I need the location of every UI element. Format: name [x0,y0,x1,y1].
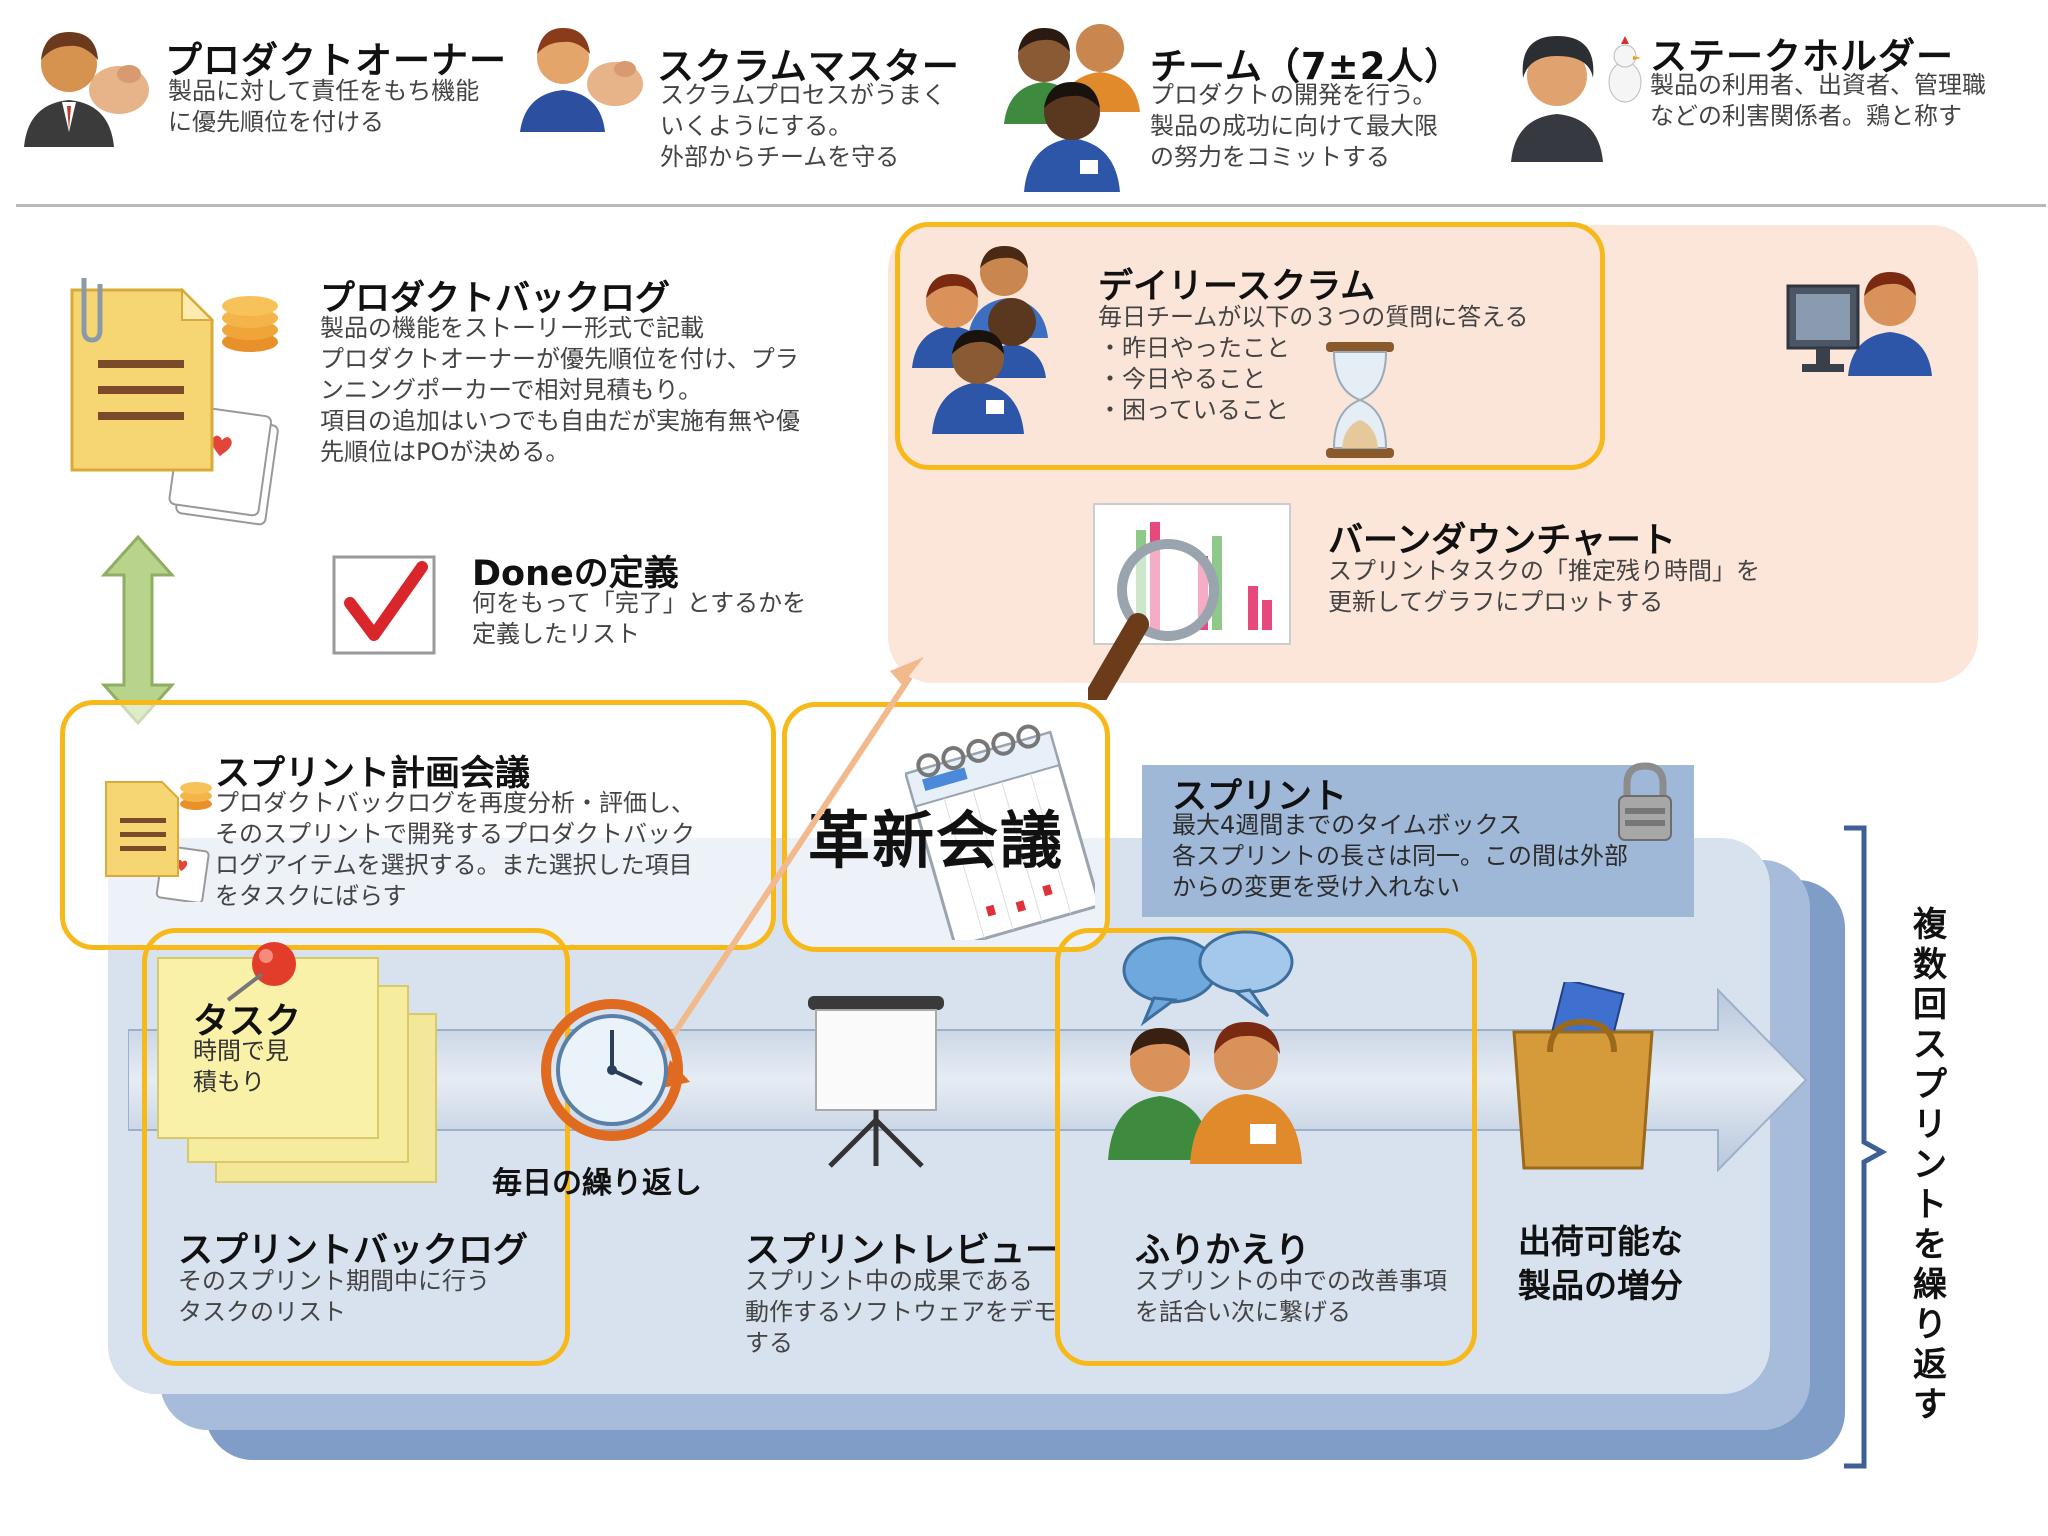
desc-line: ・昨日やったこと [1098,334,1290,362]
role-title-team: チーム（7±2人） [1150,45,1463,88]
product-backlog-title: プロダクトバックログ [320,279,671,319]
repeat-bracket [1844,825,1888,1469]
retrospective-desc: スプリントの中での改善事項 を話合い次に繋げる [1135,1266,1447,1328]
desc-line: ログアイテムを選択する。また選択した項目 [215,851,693,879]
role-desc-product-owner: 製品に対して責任をもち機能 に優先順位を付ける [168,76,479,138]
desc-line: スクラムプロセスがうまく [660,81,946,109]
checkmark-icon [332,555,436,655]
product-backlog-icon [70,278,279,526]
desc-line: 毎日チームが以下の３つの質問に答える [1098,303,1529,331]
diagonal-arrow-icon [657,657,924,1057]
repeat-label: 複数回スプリントを繰り返す [1913,905,1947,1425]
desc-line: を話合い次に繋げる [1135,1298,1351,1326]
desc-line: スプリントタスクの「推定残り時間」を [1328,557,1760,585]
sprint-title: スプリント [1172,777,1348,817]
desc-line: 積もり [193,1068,265,1096]
scrum-master-icon [520,28,643,132]
burndown-title: バーンダウンチャート [1328,521,1676,561]
sprint-planning-title: スプリント計画会議 [215,754,531,794]
sprint-backlog-highlight [142,928,570,1366]
product-owner-icon [24,32,149,147]
role-title-stakeholder: ステークホルダー [1650,35,1954,78]
desc-line: タスクのリスト [178,1298,346,1326]
increment-title: 出荷可能な 製品の増分 [1518,1220,1683,1308]
desc-line: をタスクにばらす [215,882,407,910]
roles-divider [16,204,2046,207]
desc-line: 項目の追加はいつでも自由だが実施有無や優 [320,407,800,435]
clock-icon [541,999,690,1141]
projector-screen-icon [808,996,944,1168]
desc-line: そのスプリントで開発するプロダクトバック [215,820,695,848]
desc-line: 時間で見 [193,1037,289,1065]
sticky-notes-icon [157,942,437,1183]
desc-line: 製品の成功に向けて最大限 [1150,112,1438,140]
desc-line: ・困っていること [1098,396,1289,424]
desc-line: 最大4週間までのタイムボックス [1172,811,1523,839]
burndown-chart-icon [1088,503,1291,700]
desc-line: プロダクトの開発を行う。 [1150,81,1437,109]
burndown-desc: スプリントタスクの「推定残り時間」を 更新してグラフにプロットする [1328,556,1760,618]
team-icon [1004,24,1140,192]
sprint-planning-desc: プロダクトバックログを再度分析・評価し、 そのスプリントで開発するプロダクトバッ… [215,788,695,912]
role-desc-stakeholder: 製品の利用者、出資者、管理職 などの利害関係者。鶏と称す [1650,70,1986,132]
daily-scrum-title: デイリースクラム [1098,267,1376,307]
sprint-review-desc: スプリント中の成果である 動作するソフトウェアをデモ する [745,1266,1057,1359]
task-desc: 時間で見 積もり [193,1036,289,1098]
desc-line: に優先順位を付ける [168,108,384,136]
desc-line: の努力をコミットする [1150,143,1390,171]
increment-line: 製品の増分 [1518,1266,1683,1305]
sprint-desc: 最大4週間までのタイムボックス 各スプリントの長さは同一。この間は外部 からの変… [1172,810,1628,903]
desc-line: 動作するソフトウェアをデモ [745,1298,1057,1326]
retrospective-highlight [1055,928,1477,1366]
sprint-label-box [1142,765,1694,917]
desc-line: 更新してグラフにプロットする [1328,588,1664,616]
desc-line: 製品の機能をストーリー形式で記載 [320,314,704,342]
desc-line: などの利害関係者。鶏と称す [1650,102,1962,130]
desc-line: する [745,1329,793,1357]
desc-line: ンニングポーカーで相対見積もり。 [320,376,703,404]
double-arrow-icon [100,535,176,725]
sprint-backlog-desc: そのスプリント期間中に行う タスクのリスト [178,1266,490,1328]
desc-line: 定義したリスト [472,620,640,648]
desc-line: 何をもって「完了」とするかを [472,589,807,617]
shopping-bag-icon [1512,982,1654,1170]
stakeholder-icon [1511,36,1642,162]
calendar-icon [905,724,1095,940]
desc-line: そのスプリント期間中に行う [178,1267,490,1295]
role-title-product-owner: プロダクトオーナー [165,39,507,82]
desc-line: プロダクトバックログを再度分析・評価し、 [215,789,695,817]
daily-repeat-label: 毎日の繰り返し [492,1166,702,1201]
done-title: Doneの定義 [472,554,679,594]
product-backlog-desc: 製品の機能をストーリー形式で記載 プロダクトオーナーが優先順位を付け、プラ ンニ… [320,313,800,468]
desc-line: ・今日やること [1098,365,1266,393]
desc-line: プロダクトオーナーが優先順位を付け、プラ [320,345,799,373]
sprint-review-title: スプリントレビュー [745,1231,1061,1271]
retrospective-title: ふりかえり [1135,1231,1311,1271]
task-title: タスク [193,1001,302,1042]
retrospective-people-icon [1108,930,1302,1164]
computer-user-icon [1786,272,1932,376]
desc-line: からの変更を受け入れない [1172,873,1460,901]
desc-line: いくようにする。 [660,112,853,140]
daily-scrum-team-icon [912,246,1048,434]
sprint-planning-highlight [60,700,776,950]
desc-line: 製品に対して責任をもち機能 [168,77,480,105]
desc-line: 外部からチームを守る [660,143,900,171]
hourglass-icon [1326,342,1394,458]
role-desc-scrum-master: スクラムプロセスがうまく いくようにする。 外部からチームを守る [660,80,946,173]
desc-line: 製品の利用者、出資者、管理職 [1650,71,1986,99]
sprint-backlog-title: スプリントバックログ [178,1231,529,1271]
increment-line: 出荷可能な [1518,1222,1683,1261]
done-desc: 何をもって「完了」とするかを 定義したリスト [472,588,806,650]
lock-icon [1618,762,1672,841]
sprint-planning-icon [105,781,212,902]
role-title-scrum-master: スクラムマスター [657,45,960,88]
innovation-title: 革新会議 [808,804,1065,877]
desc-line: 先順位はPOが決める。 [320,438,570,466]
desc-line: スプリントの中での改善事項 [1135,1267,1447,1295]
daily-scrum-desc: 毎日チームが以下の３つの質問に答える ・昨日やったこと ・今日やること ・困って… [1098,302,1529,426]
desc-line: 各スプリントの長さは同一。この間は外部 [1172,842,1628,870]
desc-line: スプリント中の成果である [745,1267,1033,1295]
role-desc-team: プロダクトの開発を行う。 製品の成功に向けて最大限 の努力をコミットする [1150,80,1438,173]
